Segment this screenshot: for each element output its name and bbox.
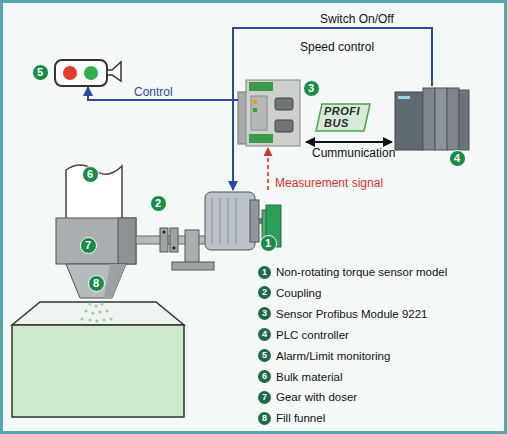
callout-number: 1	[260, 235, 277, 252]
grain	[100, 302, 103, 305]
callout-number: 2	[150, 195, 167, 212]
grain	[94, 304, 97, 307]
legend-number: 5	[258, 349, 271, 362]
funnel	[66, 264, 126, 298]
coupling-flange	[170, 228, 178, 252]
callout-number: 4	[449, 150, 466, 167]
legend-text: Fill funnel	[276, 411, 325, 425]
callout-number: 7	[80, 237, 97, 254]
sub-d-connector	[275, 98, 293, 110]
motor-endcap	[250, 200, 259, 242]
grain	[105, 309, 108, 312]
legend-number: 7	[258, 391, 271, 404]
edge-label: Control	[134, 85, 173, 99]
bolt	[173, 247, 176, 250]
grain	[88, 318, 91, 321]
plc-module	[435, 88, 447, 150]
motor-torque-sensor: 1	[205, 190, 282, 250]
container	[12, 325, 184, 417]
legend-number: 1	[258, 266, 271, 279]
grain	[80, 317, 83, 320]
measurement-line	[267, 148, 269, 190]
fill-funnel: 8	[66, 264, 126, 298]
gear-doser: 7	[56, 218, 136, 264]
motor-fin	[228, 198, 229, 244]
green-lamp	[84, 66, 98, 80]
plc-module	[447, 88, 459, 150]
bearing-base	[172, 262, 214, 270]
coupling-flange	[160, 228, 168, 252]
legend-text: Non-rotating torque sensor model	[276, 265, 447, 279]
profibus-module: 3	[238, 78, 306, 148]
bearing-block	[185, 230, 199, 264]
sub-d-connector	[275, 120, 293, 132]
edge-label: Cummunication	[312, 146, 395, 160]
module-panel	[251, 96, 267, 130]
grain	[95, 319, 98, 322]
material-tube	[66, 165, 122, 220]
plc-module	[423, 88, 435, 150]
edge-label: Measurement signal	[275, 176, 383, 190]
callout-number: 8	[88, 275, 105, 292]
legend-number: 6	[258, 370, 271, 383]
terminal-block	[249, 134, 273, 143]
terminal-block	[249, 82, 273, 91]
plc-controller: 4	[392, 86, 472, 152]
legend-text: Sensor Profibus Module 9221	[276, 307, 428, 321]
plc-cpu	[395, 92, 423, 150]
signal-label: Speed control	[300, 40, 374, 54]
bus-logo: PROFI BUS	[324, 105, 364, 129]
callout-number: 6	[82, 166, 99, 183]
alarm-light: 5	[32, 58, 124, 87]
motor-fin	[236, 198, 237, 244]
grain	[88, 302, 91, 305]
container-top	[12, 302, 184, 325]
legend-text: Alarm/Limit monitoring	[276, 349, 390, 363]
gear-box	[56, 218, 136, 264]
grain	[102, 318, 105, 321]
motor	[205, 192, 255, 250]
funnel-shade	[104, 264, 126, 298]
callout-number: 5	[32, 64, 49, 81]
grain	[109, 317, 112, 320]
motor-fin	[220, 198, 221, 244]
logo-plate	[316, 104, 370, 131]
bulk-material: 6	[66, 162, 122, 220]
status-led	[253, 100, 257, 104]
coupling: 2	[158, 226, 180, 254]
grain	[91, 311, 94, 314]
edge-label: Switch On/Off	[320, 12, 394, 26]
module-body	[246, 80, 300, 146]
horn-symbol	[107, 62, 121, 81]
signal-housing	[55, 60, 107, 86]
status-led	[253, 108, 257, 112]
motor-fin	[212, 198, 213, 244]
gear-box-side	[118, 218, 136, 264]
red-lamp	[63, 66, 77, 80]
material-stream	[80, 302, 112, 322]
legend-text: Coupling	[276, 286, 321, 300]
bolt	[163, 231, 166, 234]
grain	[98, 310, 101, 313]
control-line	[233, 28, 432, 190]
grain	[84, 309, 87, 312]
legend-text: PLC controller	[276, 328, 349, 342]
legend-number: 8	[258, 412, 271, 425]
legend-text: Bulk material	[276, 370, 342, 384]
plc-led	[398, 96, 410, 99]
bus-line	[306, 141, 392, 143]
callout-number: 3	[303, 80, 320, 97]
legend-text: Gear with doser	[276, 390, 357, 404]
plc-module	[459, 90, 469, 150]
